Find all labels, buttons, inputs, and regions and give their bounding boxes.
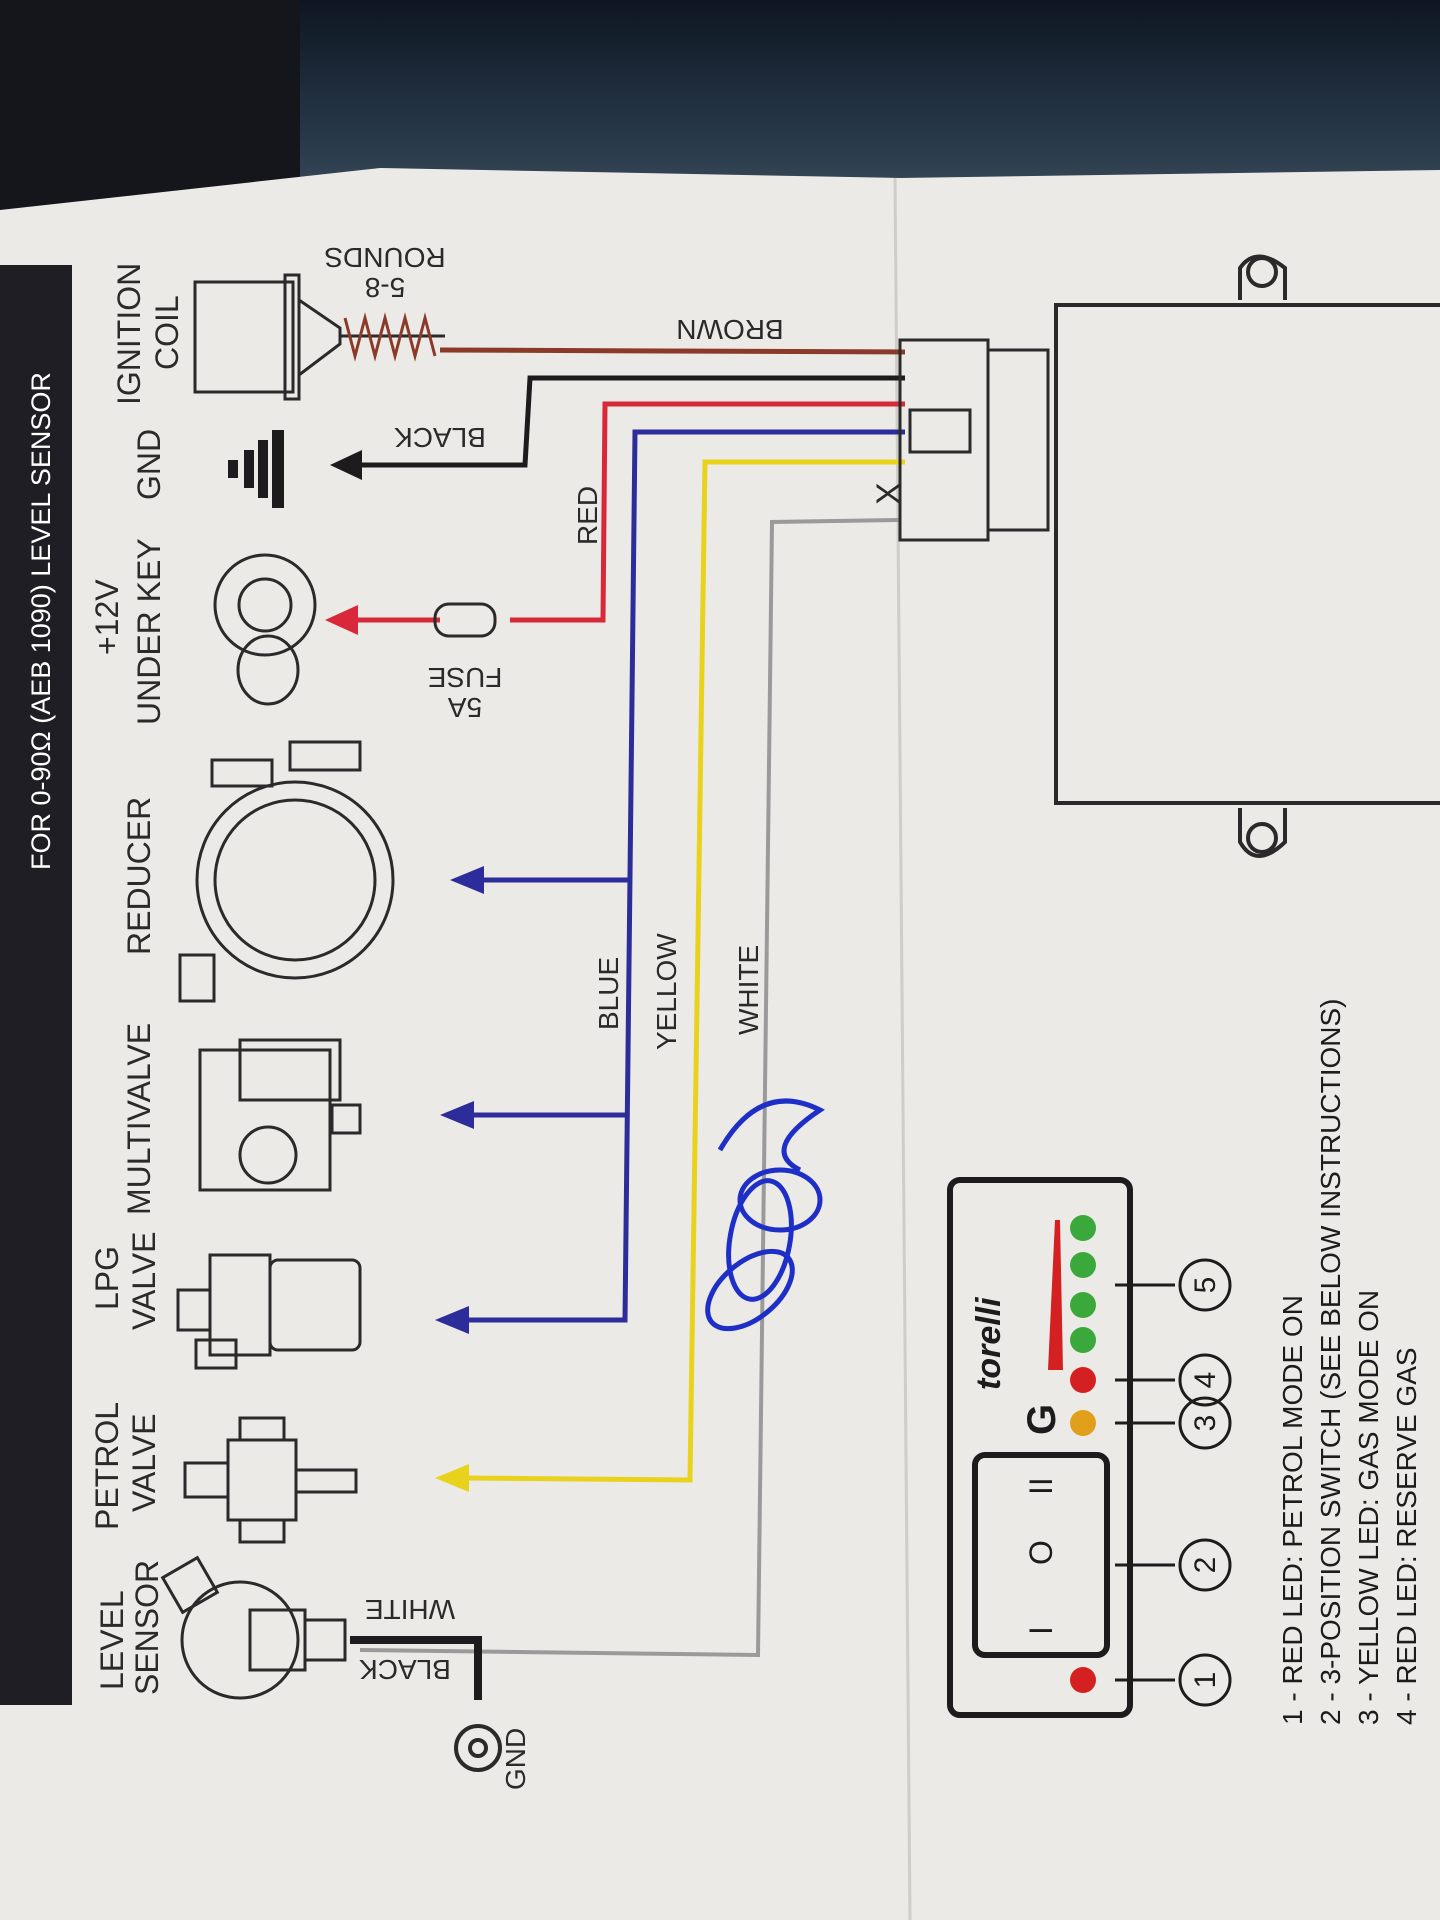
label-fuse-1: 5A: [448, 692, 483, 723]
label-ignition-1: IGNITION: [111, 263, 147, 405]
legend-line-4: 4 - RED LED: RESERVE GAS: [1391, 1347, 1422, 1725]
wire-labels: RED BLUE YELLOW WHITE X: [572, 482, 908, 1050]
label-black-wire: BLACK: [394, 422, 486, 453]
legend-line-2: 2 - 3-POSITION SWITCH (SEE BELOW INSTRUC…: [1315, 999, 1346, 1726]
petrol-led: [1070, 1667, 1096, 1693]
label-rounds-1: 5-8: [365, 272, 405, 303]
switch-pos-1: I: [1023, 1626, 1059, 1635]
callout-5: 5: [1189, 1277, 1222, 1294]
level-sensor-icon: [160, 1555, 347, 1700]
panel-g-label: G: [1020, 1404, 1064, 1435]
callout-markers: [1115, 1258, 1232, 1707]
yellow-arrow-petrol: [435, 1464, 469, 1492]
label-12v: +12V: [89, 579, 125, 655]
legend-line-3: 3 - YELLOW LED: GAS MODE ON: [1353, 1290, 1384, 1725]
lpg-valve-icon: [176, 1253, 362, 1370]
label-petrol-valve-2: VALVE: [126, 1414, 162, 1512]
label-petrol-valve-1: PETROL: [89, 1402, 125, 1530]
rocker-switch[interactable]: [972, 1452, 1110, 1658]
panel-brand: torelli: [970, 1296, 1008, 1390]
callout-3: 3: [1189, 1415, 1222, 1432]
background-fabric: [300, 0, 1440, 200]
arrow-heads: [325, 450, 484, 1492]
label-sensor-white: WHITE: [365, 1594, 455, 1625]
reserve-led: [1070, 1367, 1096, 1393]
switch-panel: I O II torelli G: [947, 1177, 1133, 1718]
brown-wire: [439, 347, 906, 355]
level-led-2: [1070, 1292, 1096, 1318]
callout-circle-1: [1178, 1653, 1232, 1707]
label-ignition-2: COIL: [149, 295, 185, 370]
label-fuse-2: FUSE: [428, 662, 503, 693]
header-title: FOR 0-90Ω (AEB 1090) LEVEL SENSOR: [26, 372, 56, 870]
callout-circle-4: [1178, 1353, 1232, 1407]
callout-numbers: 1 2 3 4 5: [1189, 1277, 1222, 1689]
red-wire: [510, 401, 905, 623]
level-led-3: [1070, 1252, 1096, 1278]
level-led-4: [1070, 1215, 1096, 1241]
ignition-coil-icon: [193, 273, 445, 401]
sensor-gnd-ring-icon: [454, 1724, 502, 1772]
label-connector-x: X: [870, 482, 908, 505]
label-brown-wire: BROWN: [676, 314, 783, 345]
wire-paths: [340, 347, 906, 1700]
label-level-sensor-1: LEVEL: [94, 1590, 130, 1690]
label-blue-wire: BLUE: [593, 957, 624, 1030]
handwritten-signature: [705, 1098, 825, 1332]
black-arrow: [330, 450, 362, 480]
callout-1: 1: [1189, 1672, 1222, 1689]
inverted-labels: 5-8 ROUNDS 5A FUSE BROWN BLACK WHITE BLA…: [324, 242, 783, 1685]
legend-line-1: 1 - RED LED: PETROL MODE ON: [1277, 1295, 1308, 1725]
switch-pos-0: O: [1023, 1540, 1059, 1565]
callout-circle-5: [1178, 1258, 1232, 1312]
red-arrow: [325, 605, 358, 635]
gas-led: [1070, 1410, 1096, 1436]
label-gnd-top: GND: [131, 429, 167, 500]
label-lpg-valve-1: LPG: [89, 1246, 125, 1310]
label-level-sensor-2: SENSOR: [129, 1560, 165, 1695]
ecu-box-icon: [1054, 254, 1440, 858]
yellow-wire: [459, 459, 905, 1483]
component-labels: LEVEL SENSOR PETROL VALVE LPG VALVE MULT…: [89, 263, 185, 1695]
white-wire: [359, 518, 901, 1658]
label-gnd-sensor: GND: [500, 1728, 531, 1790]
label-multivalve: MULTIVALVE: [121, 1023, 157, 1215]
legend: 1 - RED LED: PETROL MODE ON 2 - 3-POSITI…: [1277, 999, 1422, 1726]
fuse-icon: [433, 602, 497, 638]
multivalve-icon: [198, 1038, 362, 1192]
level-gauge-wedge: [1048, 1220, 1063, 1370]
sensor-black-wire: [350, 1636, 482, 1700]
callout-2: 2: [1189, 1557, 1222, 1574]
callout-circle-2: [1178, 1538, 1232, 1592]
label-sensor-black: BLACK: [359, 1654, 451, 1685]
label-lpg-valve-2: VALVE: [126, 1232, 162, 1330]
switch-panel-frame: [947, 1177, 1133, 1718]
gnd-icon: [228, 430, 284, 508]
blue-arrow-reducer: [450, 866, 484, 894]
black-wire: [345, 375, 905, 468]
paper-sheet: [0, 168, 1440, 1920]
label-white-wire: WHITE: [733, 945, 764, 1035]
label-reducer: REDUCER: [121, 797, 157, 955]
label-yellow-wire: YELLOW: [651, 933, 682, 1050]
blue-arrow-lpg: [435, 1306, 469, 1334]
ignition-key-icon: [213, 553, 317, 706]
label-rounds-2: ROUNDS: [324, 242, 445, 273]
reducer-icon: [178, 740, 395, 1003]
callout-circle-3: [1178, 1396, 1232, 1450]
header-band: FOR 0-90Ω (AEB 1090) LEVEL SENSOR: [0, 265, 72, 1705]
paper-fold: [893, 177, 912, 1920]
callout-4: 4: [1189, 1372, 1222, 1389]
petrol-valve-icon: [183, 1416, 358, 1544]
level-led-1: [1070, 1327, 1096, 1353]
ecu-connector-icon: [898, 338, 1050, 542]
switch-pos-2: II: [1023, 1477, 1059, 1495]
blue-arrow-multivalve: [440, 1101, 474, 1129]
label-red-wire: RED: [572, 486, 603, 545]
label-under-key: UNDER KEY: [131, 538, 167, 725]
blue-wire: [450, 429, 905, 1323]
